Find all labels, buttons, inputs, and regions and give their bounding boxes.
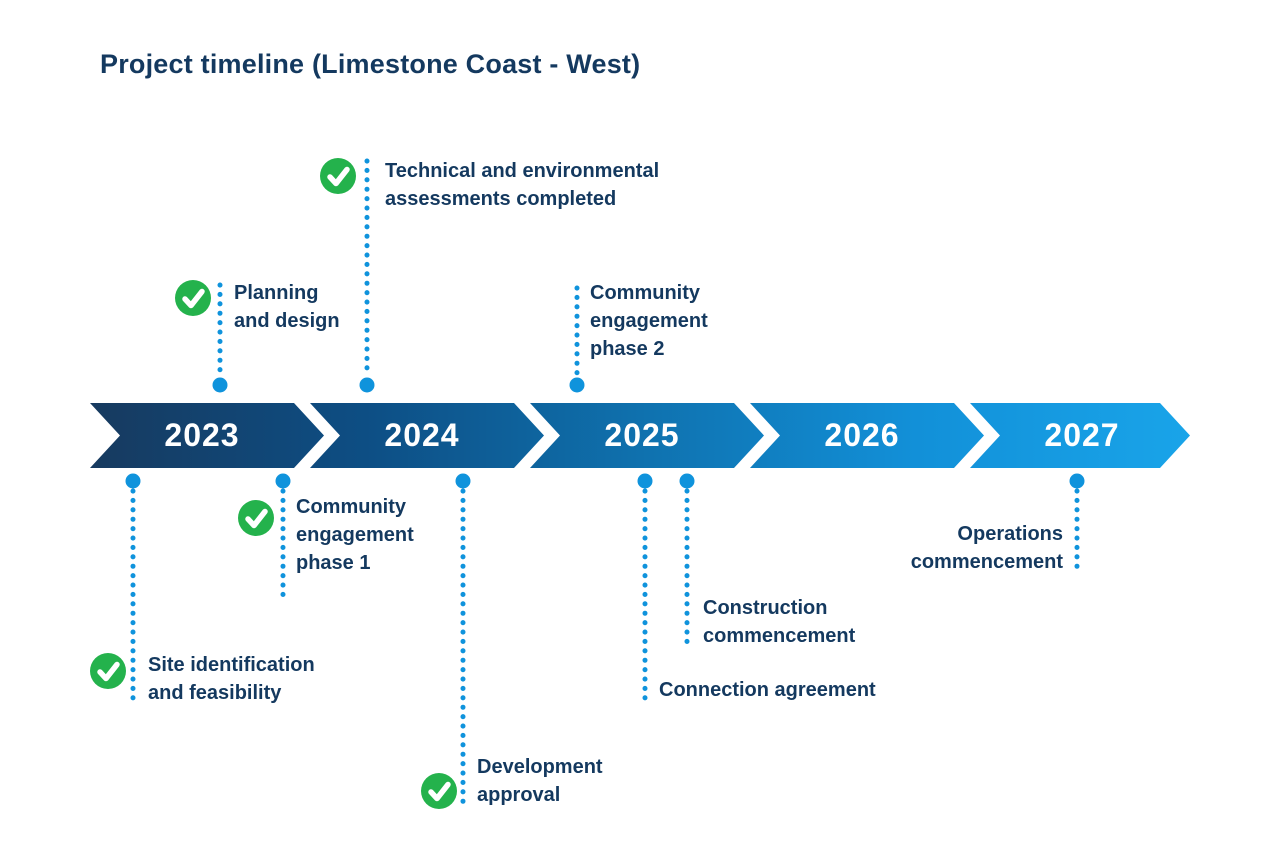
- year-segment-2024: [310, 403, 544, 468]
- check-icon: [320, 158, 356, 194]
- milestone-operations-commencement: Operations commencement: [910, 523, 1063, 573]
- anchor-dot-community-2: [569, 377, 585, 393]
- year-segment-2023: [90, 403, 324, 468]
- anchor-dot-planning: [212, 377, 228, 393]
- milestone-site-identification: Site identification and feasibility: [148, 654, 315, 704]
- milestone-connection-agreement: Connection agreement: [659, 679, 876, 701]
- anchor-dot-development: [455, 473, 471, 489]
- year-label-2024: 2024: [384, 417, 460, 453]
- milestone-construction-commencement: Construction commencement: [703, 597, 856, 647]
- anchor-dot-connection: [637, 473, 653, 489]
- anchor-dot-technical: [359, 377, 375, 393]
- year-label-2027: 2027: [1044, 417, 1120, 453]
- milestone-community-engagement-1: Community engagement phase 1: [296, 496, 414, 574]
- year-label-2026: 2026: [824, 417, 900, 453]
- year-segment-2027: [970, 403, 1190, 468]
- connectors-above: [217, 158, 580, 380]
- year-segment-2026: [750, 403, 984, 468]
- anchor-dot-site: [125, 473, 141, 489]
- connectors-below: [130, 488, 1080, 811]
- page-title: Project timeline (Limestone Coast - West…: [100, 49, 641, 79]
- year-label-2025: 2025: [604, 417, 680, 453]
- year-segment-2025: [530, 403, 764, 468]
- check-icon: [175, 280, 211, 316]
- year-label-2023: 2023: [164, 417, 240, 453]
- check-icon: [421, 773, 457, 809]
- milestone-planning-and-design: Planning and design: [234, 282, 340, 332]
- anchor-dot-construction: [679, 473, 695, 489]
- anchor-dots: [125, 377, 1085, 489]
- check-icon: [90, 653, 126, 689]
- milestone-community-engagement-2: Community engagement phase 2: [590, 282, 708, 360]
- milestone-technical-environmental: Technical and environmental assessments …: [385, 160, 660, 210]
- milestone-development-approval: Development approval: [477, 756, 603, 806]
- check-icon: [238, 500, 274, 536]
- anchor-dot-community-1: [275, 473, 291, 489]
- anchor-dot-operations: [1069, 473, 1085, 489]
- timeline-bar: [90, 403, 1190, 468]
